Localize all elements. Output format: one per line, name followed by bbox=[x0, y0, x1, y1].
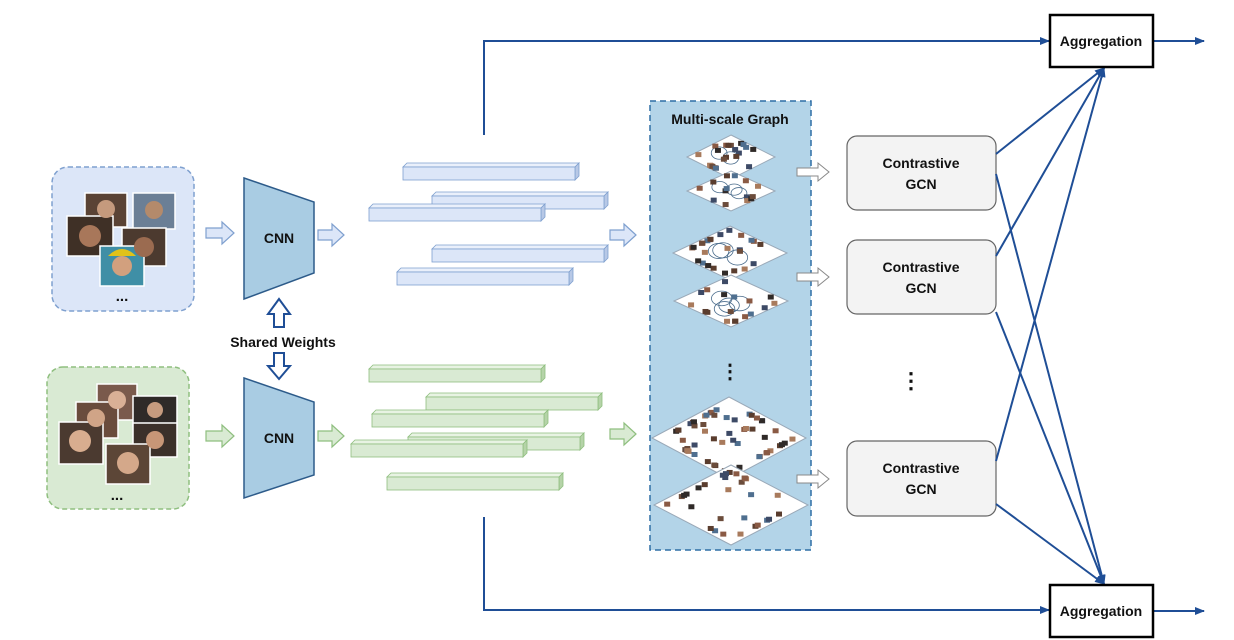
feature-vectors-blue bbox=[368, 162, 609, 286]
graph-plane bbox=[652, 464, 810, 546]
multi-scale-graph-panel: Multi-scale Graph ⋮ bbox=[649, 100, 812, 551]
feature-vector-bar bbox=[402, 162, 580, 181]
svg-text:Aggregation: Aggregation bbox=[1060, 603, 1142, 619]
svg-text:Aggregation: Aggregation bbox=[1060, 33, 1142, 49]
svg-text:CNN: CNN bbox=[264, 230, 294, 246]
feature-vector-bar bbox=[386, 472, 564, 491]
gcn-box-2: Contrastive GCN bbox=[846, 239, 997, 315]
shared-weights-label: Shared Weights bbox=[230, 334, 336, 350]
gcn-box-3: Contrastive GCN bbox=[846, 440, 997, 517]
gcn-box-1: Contrastive GCN bbox=[846, 135, 997, 211]
arrow-images-to-cnn-bottom bbox=[205, 423, 235, 449]
shared-weights-arrow-down bbox=[265, 352, 293, 381]
multi-scale-graph-title: Multi-scale Graph bbox=[671, 111, 788, 127]
feature-vector-bar bbox=[368, 364, 546, 383]
input-images-green: ... bbox=[46, 366, 190, 510]
graph-plane bbox=[672, 274, 790, 328]
input-images-blue: ... bbox=[51, 166, 195, 312]
cnn-block-bottom: CNN bbox=[243, 376, 315, 500]
svg-text:GCN: GCN bbox=[905, 280, 936, 296]
face-image-icon bbox=[66, 192, 176, 287]
svg-text:CNN: CNN bbox=[264, 430, 294, 446]
feature-vector-bar bbox=[396, 267, 574, 286]
arrow-cnn-to-features-bottom bbox=[317, 423, 345, 449]
graph-ellipsis: ⋮ bbox=[720, 361, 740, 383]
aggregation-box-top: Aggregation bbox=[1048, 13, 1155, 69]
gcn-ellipsis: ⋮ bbox=[900, 368, 922, 393]
feature-vector-bar bbox=[431, 244, 609, 263]
graph-node-icon bbox=[650, 134, 810, 546]
feature-vector-bar bbox=[368, 203, 546, 222]
feature-vector-bar bbox=[371, 409, 549, 428]
graph-plane bbox=[685, 170, 777, 212]
svg-text:Contrastive: Contrastive bbox=[882, 155, 959, 171]
arrow-features-to-graph-bottom bbox=[609, 421, 637, 447]
arrow-images-to-cnn-top bbox=[205, 220, 235, 246]
face-image-icon bbox=[58, 383, 178, 485]
arrows-graph-to-gcn bbox=[796, 161, 830, 490]
ellipsis-more-images-bottom: ... bbox=[111, 487, 124, 504]
feature-vector-bar bbox=[425, 392, 603, 411]
svg-text:Contrastive: Contrastive bbox=[882, 460, 959, 476]
feature-vector-bar bbox=[350, 439, 528, 458]
shared-weights-arrow-up bbox=[266, 297, 292, 328]
svg-text:GCN: GCN bbox=[905, 481, 936, 497]
graph-plane bbox=[685, 134, 777, 180]
feature-vectors-green bbox=[350, 364, 603, 491]
arrow-features-to-graph-top bbox=[609, 222, 637, 248]
svg-text:Contrastive: Contrastive bbox=[882, 259, 959, 275]
flow-lines bbox=[483, 37, 1205, 615]
aggregation-box-bottom: Aggregation bbox=[1048, 583, 1155, 639]
graph-plane bbox=[671, 225, 789, 281]
svg-text:GCN: GCN bbox=[905, 176, 936, 192]
ellipsis-more-images-top: ... bbox=[116, 288, 129, 305]
cnn-block-top: CNN bbox=[243, 176, 315, 301]
arrow-cnn-to-features-top bbox=[317, 222, 345, 248]
